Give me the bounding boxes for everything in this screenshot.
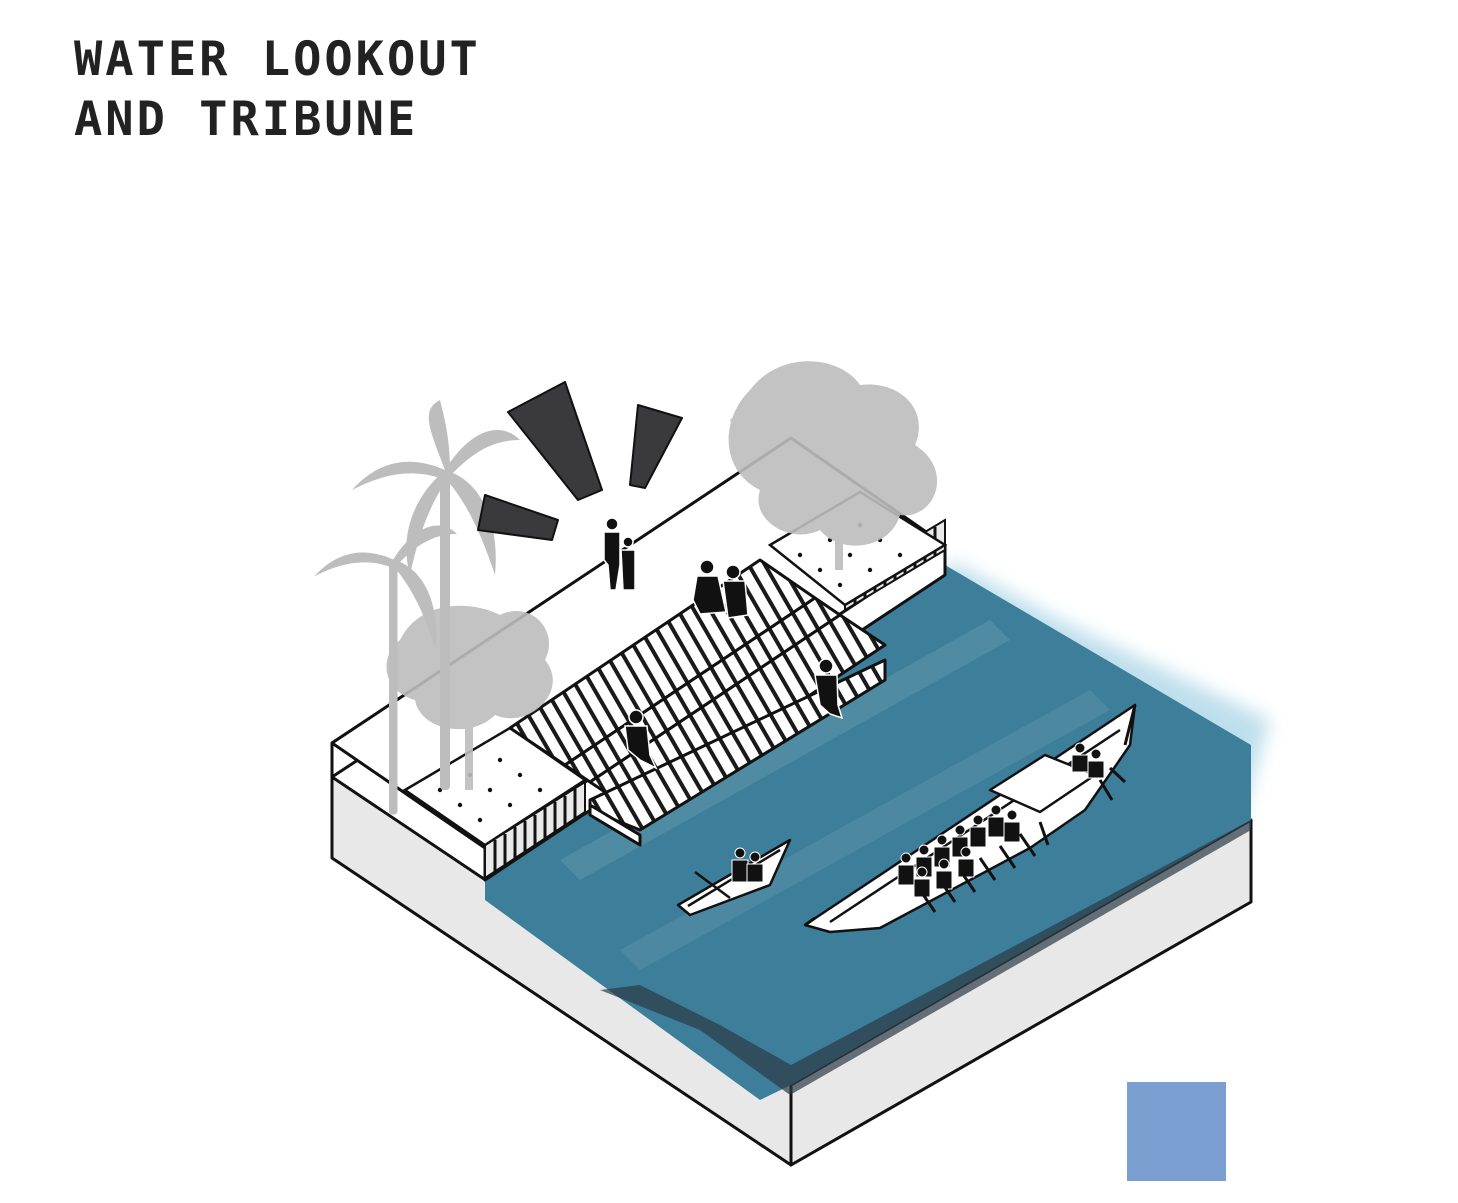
legend-swatch	[1127, 1082, 1226, 1181]
lookout-rays-icon	[478, 382, 682, 540]
